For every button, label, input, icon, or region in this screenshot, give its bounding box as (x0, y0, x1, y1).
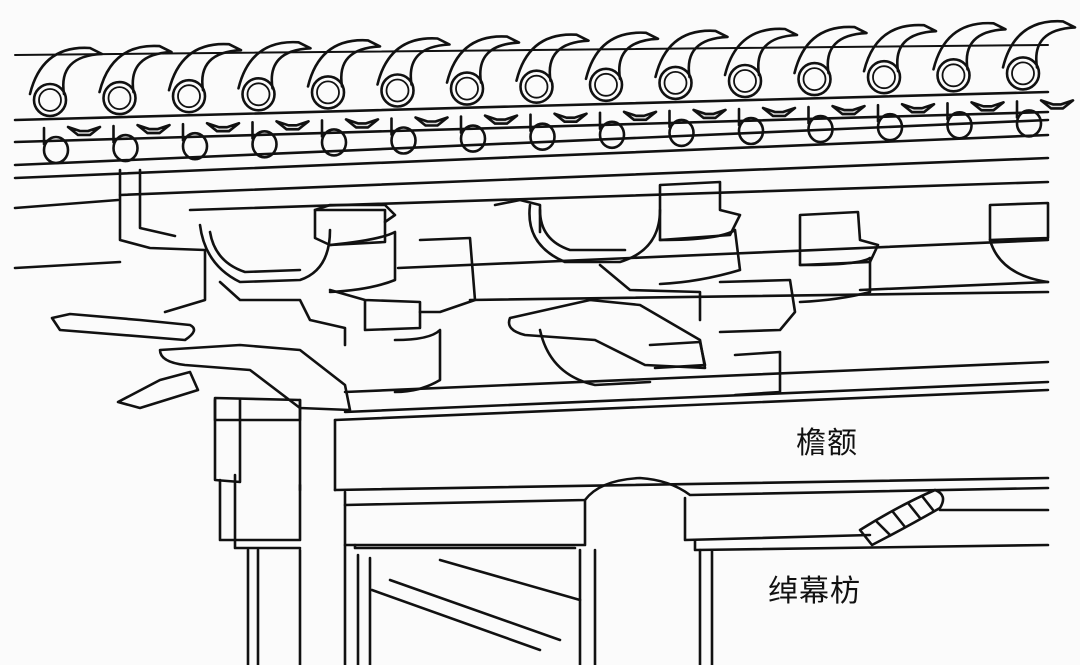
roof-tile (28, 46, 104, 96)
bracket-set-right (798, 201, 1050, 304)
rafter-end (181, 131, 209, 161)
rafter-end (598, 120, 626, 150)
tile-end-disc (1005, 56, 1041, 91)
tile-end-disc (658, 65, 693, 101)
tile-end-disc (866, 59, 902, 95)
rafter-end (1015, 109, 1043, 138)
rafter-end (668, 118, 695, 148)
tile-end-disc-inner (385, 78, 410, 103)
tile-end-disc (588, 67, 624, 103)
roof-tile (306, 39, 382, 88)
tile-end-disc (936, 58, 971, 93)
column-left (213, 398, 302, 665)
tile-end-disc (171, 78, 207, 114)
tile-end-disc-inner (38, 88, 62, 112)
rafter-end (459, 124, 487, 153)
beam-lines (343, 238, 1050, 414)
tile-end-disc-inner (663, 71, 688, 95)
roof-tile (515, 33, 590, 82)
drip-tile (692, 108, 727, 120)
roof-tile (862, 23, 938, 73)
tile-end-disc (797, 61, 832, 97)
roof-tile (793, 25, 868, 75)
tile-end-disc (241, 77, 276, 112)
tie-beam (343, 488, 1050, 552)
drip-tile (275, 120, 310, 131)
roof-tile (723, 27, 799, 77)
roof-tiles (13, 20, 1077, 165)
drip-tile (414, 116, 449, 127)
tile-end-disc-inner (107, 86, 132, 110)
roof-edge (13, 90, 1050, 122)
rafter-end (529, 122, 556, 151)
eave-architrave-label: 檐额 (796, 426, 858, 461)
bracket-set-center (493, 180, 797, 397)
drip-tile (344, 118, 380, 129)
rafter-end (251, 130, 278, 159)
tile-end-disc-inner (177, 84, 201, 109)
roof-tile (445, 35, 521, 84)
roof-tile (167, 42, 243, 92)
tile-end-disc (449, 71, 485, 106)
tile-end-disc (102, 80, 137, 116)
drip-tile (136, 123, 171, 135)
tile-end-disc-inner (1011, 61, 1035, 86)
roof-tile (932, 21, 1007, 71)
eave-purlins (13, 118, 1050, 270)
tie-beam-label: 绰幕枋 (768, 574, 861, 609)
tile-end-disc-inner (941, 63, 966, 88)
tile-end-disc (32, 82, 68, 118)
rafter-end (737, 116, 765, 146)
drip-tile (1039, 99, 1075, 110)
tile-end-disc (380, 73, 415, 108)
tile-end-disc-inner (524, 74, 549, 99)
drip-tile (831, 104, 866, 116)
drip-tile (483, 114, 519, 125)
drip-tile (622, 110, 658, 122)
roof-tile (1001, 20, 1077, 69)
tile-end-disc (310, 75, 346, 110)
drip-tile (66, 125, 102, 137)
tile-end-disc-inner (455, 76, 479, 101)
tile-end-disc-inner (246, 82, 271, 107)
drip-tile (970, 101, 1005, 112)
drip-tile (900, 102, 936, 114)
bracket-set-left (50, 168, 477, 422)
tile-end-disc-inner (733, 69, 757, 93)
roof-tile (654, 29, 729, 79)
lower-frame (343, 543, 714, 665)
roof-tile (584, 31, 660, 81)
tile-end-disc (519, 69, 554, 104)
roof-tile (98, 44, 173, 94)
tile-end-disc-inner (872, 65, 896, 90)
tile-end-disc-inner (594, 72, 618, 97)
tile-end-disc-inner (802, 67, 827, 91)
rafter-end (320, 128, 348, 157)
roof-tile (237, 40, 312, 90)
tile-end-disc (727, 63, 763, 99)
eave-architrave-beam (333, 388, 1050, 507)
drip-tile (553, 112, 588, 123)
roof-tile (376, 37, 451, 86)
tile-end-disc-inner (316, 80, 340, 105)
drip-tile (205, 121, 241, 133)
drip-tile (761, 106, 797, 118)
rafter-end (390, 126, 417, 155)
